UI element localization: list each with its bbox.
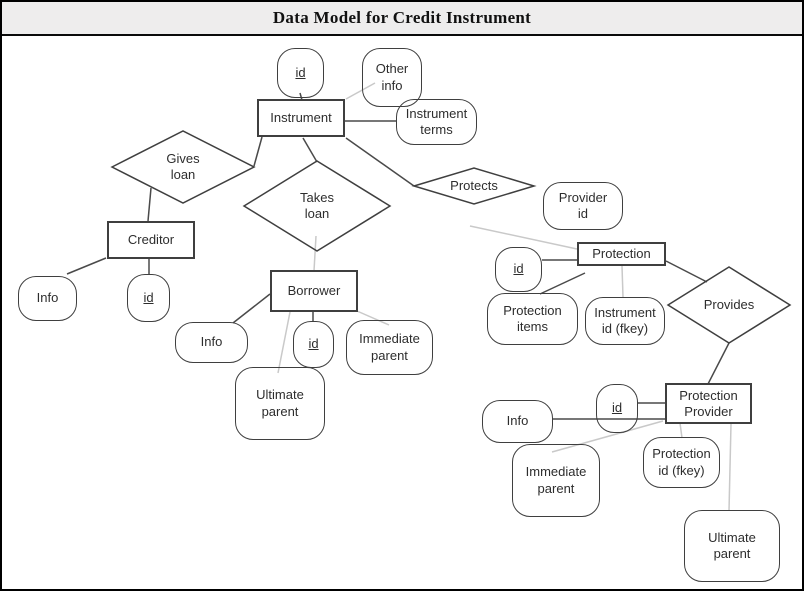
edge-provides-protection-provider — [707, 342, 730, 385]
attribute-creditor-info: Info — [18, 276, 77, 321]
edge-instrument-id-instrument — [299, 92, 303, 101]
entity-creditor-label: Creditor — [127, 232, 175, 248]
edge-instrument-takes-loan — [302, 137, 318, 163]
attribute-instrument-terms: Instrument terms — [396, 99, 477, 145]
attribute-protection-provider-id: id — [596, 384, 638, 433]
edge-protection-protection-items — [539, 272, 586, 295]
entity-protection-label: Protection — [592, 246, 651, 262]
entity-protection-provider: Protection Provider — [665, 383, 752, 424]
attribute-provider-id: Provider id — [543, 182, 623, 230]
edge-instrument-other-info — [345, 82, 376, 100]
attribute-protection-id: id — [495, 247, 542, 292]
relationship-provides-shape — [666, 266, 792, 344]
entity-protection: Protection — [577, 242, 666, 266]
edge-borrower-info — [232, 293, 271, 324]
edge-instrument-gives-loan — [253, 136, 263, 167]
attribute-protection-provider-info: Info — [482, 400, 553, 443]
attribute-protection-provider-ultimate-parent: Ultimate parent — [684, 510, 780, 582]
figure-title-bar: Data Model for Credit Instrument — [2, 2, 802, 36]
figure-title: Data Model for Credit Instrument — [272, 8, 532, 27]
edge-borrower-ultimate-parent — [277, 311, 291, 374]
relationship-gives-loan-shape — [110, 130, 256, 204]
attribute-borrower-immediate-parent: Immediate parent — [346, 320, 433, 375]
entity-borrower: Borrower — [270, 270, 358, 312]
edge-protection-provides — [665, 260, 708, 283]
entity-protection-provider-label: Protection Provider — [679, 387, 738, 419]
edge-protects-protection — [469, 225, 578, 250]
edge-protection-instrument-id-fkey — [621, 265, 624, 298]
attribute-protection-items: Protection items — [487, 293, 578, 345]
attribute-instrument-id-fkey: Instrument id (fkey) — [585, 297, 665, 345]
entity-instrument-label: Instrument — [270, 110, 332, 126]
attribute-protection-id-fkey: Protection id (fkey) — [643, 437, 720, 488]
entity-borrower-label: Borrower — [287, 283, 341, 299]
attribute-other-info: Other info — [362, 48, 422, 107]
attribute-borrower-ultimate-parent: Ultimate parent — [235, 367, 325, 440]
edge-takes-loan-borrower — [313, 235, 317, 272]
edge-pp-ultimate-parent — [728, 423, 732, 512]
attribute-protection-provider-immediate-parent: Immediate parent — [512, 444, 600, 517]
edge-instrument-protects — [345, 137, 415, 187]
attribute-borrower-id: id — [293, 321, 334, 368]
relationship-takes-loan-shape — [242, 160, 392, 252]
edge-gives-loan-creditor — [147, 187, 152, 222]
edge-pp-immediate-parent — [551, 420, 664, 453]
relationship-protects-shape — [411, 167, 537, 205]
edge-borrower-immediate-parent — [356, 310, 390, 326]
entity-creditor: Creditor — [107, 221, 195, 259]
attribute-borrower-info: Info — [175, 322, 248, 363]
edge-creditor-info — [66, 257, 107, 275]
entity-instrument: Instrument — [257, 99, 345, 137]
edge-pp-protection-id-fkey — [679, 422, 683, 439]
attribute-instrument-id: id — [277, 48, 324, 98]
attribute-creditor-id: id — [127, 274, 170, 322]
